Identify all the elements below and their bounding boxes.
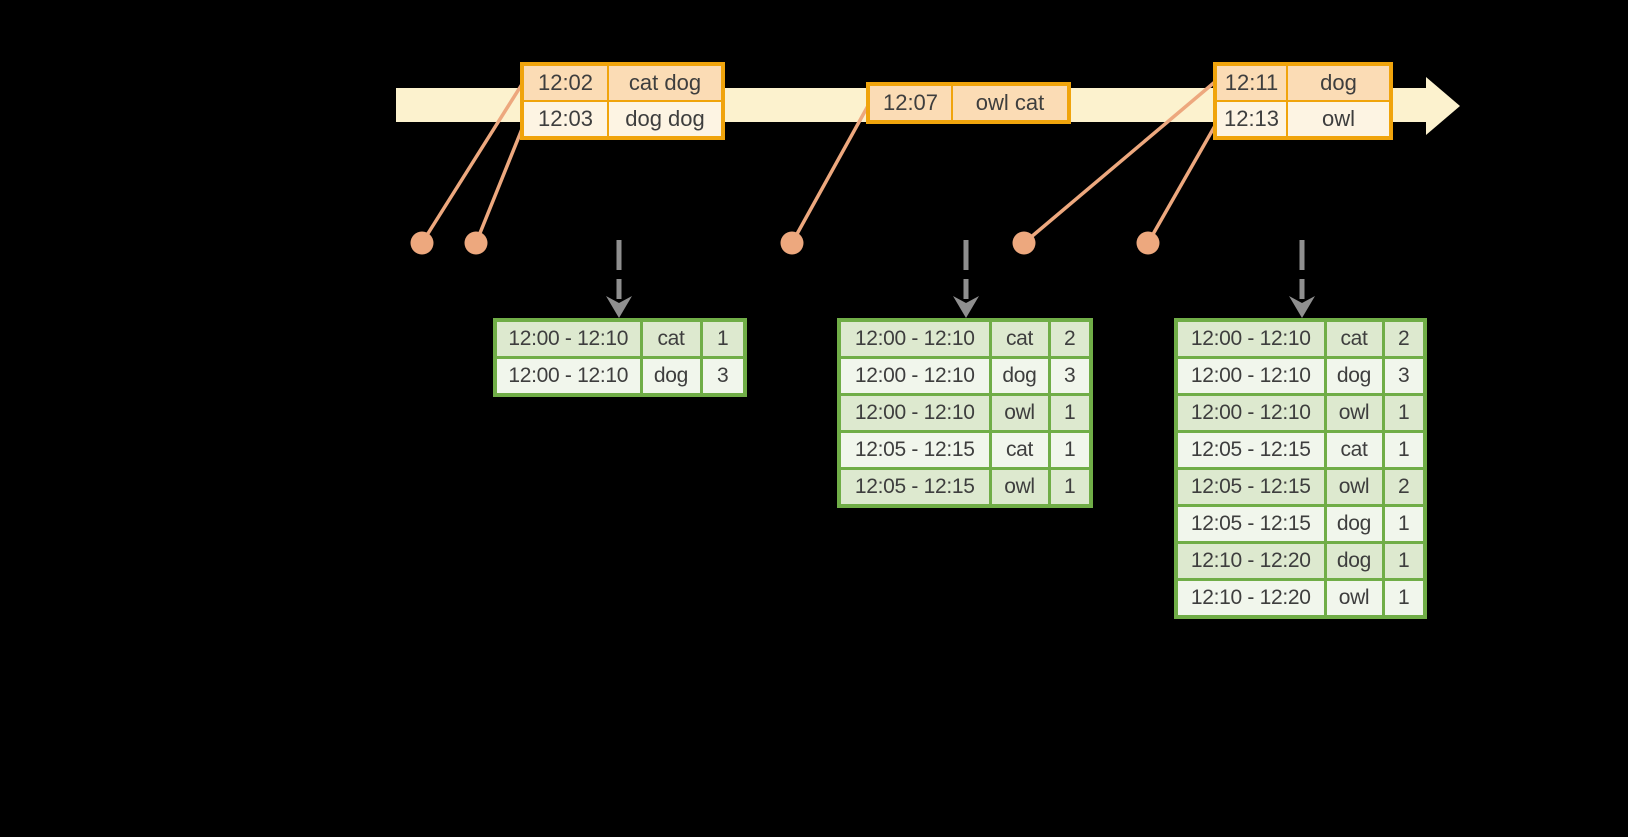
table-cell: 1 (1047, 467, 1093, 508)
table-cell: 12:00 - 12:10 (1174, 393, 1327, 433)
table-cell: 12:00 - 12:10 (493, 318, 643, 359)
table-cell: 12:00 - 12:10 (837, 318, 992, 359)
table-cell: owl (988, 467, 1051, 508)
table-cell: owl (1323, 467, 1385, 507)
table-cell: cat (639, 318, 703, 359)
table-cell: 1 (1381, 430, 1427, 470)
table-cell: 1 (1381, 578, 1427, 619)
table-cell: dog dog (607, 100, 724, 139)
trigger-arrow-icon (953, 240, 979, 318)
table-cell: 1 (699, 318, 747, 359)
table-cell: cat (1323, 430, 1385, 470)
event-connector-line (1146, 123, 1218, 244)
table-cell: 12:00 - 12:10 (837, 356, 992, 396)
table-cell: dog (1323, 541, 1385, 581)
event-connector-line (420, 80, 526, 244)
table-cell: 12:11 (1214, 63, 1288, 102)
table-cell: dog (1323, 504, 1385, 544)
event-dot-icon (410, 231, 434, 255)
table-cell: 12:00 - 12:10 (1174, 318, 1327, 359)
table-cell: 12:05 - 12:15 (1174, 430, 1327, 470)
table-cell: owl (1323, 578, 1385, 619)
table-cell: 2 (1381, 467, 1427, 507)
table-cell: 2 (1381, 318, 1427, 359)
table-cell: dog (1286, 63, 1392, 102)
table-cell: cat (1323, 318, 1385, 359)
table-cell: 12:13 (1214, 100, 1288, 139)
event-dot-icon (780, 231, 804, 255)
table-cell: owl (1286, 100, 1392, 139)
table-cell: 12:10 - 12:20 (1174, 578, 1327, 619)
table-cell: dog (988, 356, 1051, 396)
timeline-arrowhead-icon (1426, 77, 1460, 135)
table-cell: 2 (1047, 318, 1093, 359)
table-cell: 12:05 - 12:15 (1174, 504, 1327, 544)
table-cell: 12:00 - 12:10 (1174, 356, 1327, 396)
event-dot-icon (1136, 231, 1160, 255)
table-cell: 1 (1381, 393, 1427, 433)
table-cell: 3 (699, 356, 747, 397)
table-cell: dog (1323, 356, 1385, 396)
table-cell: 1 (1381, 541, 1427, 581)
table-cell: 3 (1381, 356, 1427, 396)
table-cell: 12:05 - 12:15 (837, 430, 992, 470)
event-connector-line (474, 123, 526, 244)
table-cell: cat (988, 318, 1051, 359)
event-connector-line (1022, 79, 1218, 245)
table-cell: owl (988, 393, 1051, 433)
table-cell: 1 (1381, 504, 1427, 544)
table-cell: owl (1323, 393, 1385, 433)
event-dot-icon (1012, 231, 1036, 255)
table-cell: 12:00 - 12:10 (493, 356, 643, 397)
table-cell: 12:07 (867, 83, 953, 123)
table-cell: cat (988, 430, 1051, 470)
table-cell: 1 (1047, 430, 1093, 470)
table-cell: 3 (1047, 356, 1093, 396)
table-cell: 12:03 (521, 100, 609, 139)
table-cell: dog (639, 356, 703, 397)
trigger-arrow-icon (1289, 240, 1315, 318)
table-cell: 12:10 - 12:20 (1174, 541, 1327, 581)
table-cell: 1 (1047, 393, 1093, 433)
table-cell: 12:00 - 12:10 (837, 393, 992, 433)
event-connector-line (790, 103, 871, 244)
table-cell: 12:05 - 12:15 (1174, 467, 1327, 507)
table-cell: 12:05 - 12:15 (837, 467, 992, 508)
table-cell: owl cat (951, 83, 1070, 123)
table-cell: 12:02 (521, 63, 609, 102)
table-cell: cat dog (607, 63, 724, 102)
trigger-arrow-icon (606, 240, 632, 318)
event-dot-icon (464, 231, 488, 255)
